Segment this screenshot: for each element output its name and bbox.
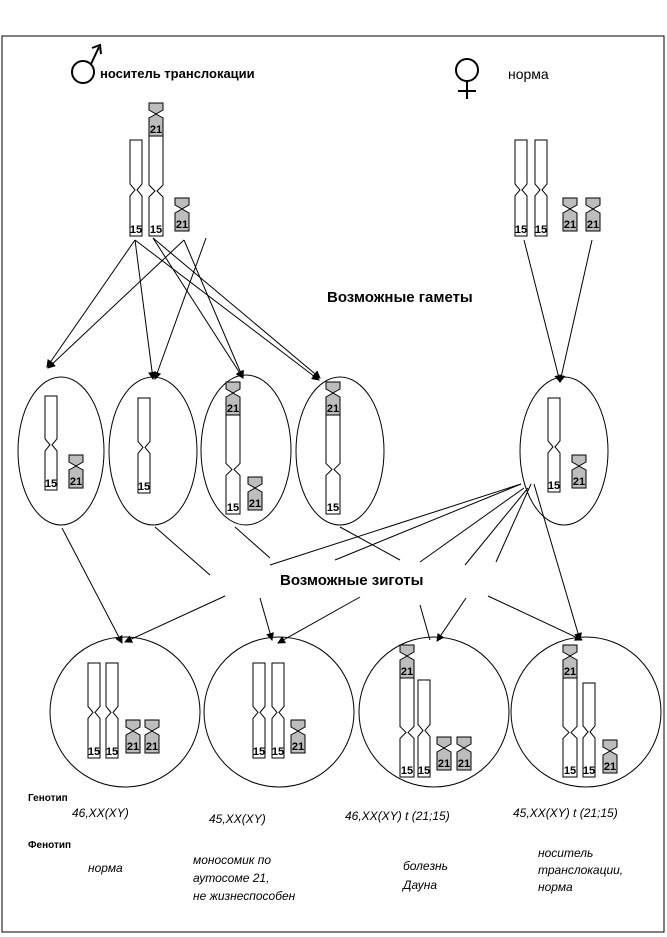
zygote-4-genotype: 45,XX(XY) t (21;15) — [513, 806, 618, 820]
chromosome-number: 21 — [249, 498, 261, 510]
chromosome-number: 21 — [176, 219, 188, 231]
chromosome-number: 21 — [401, 666, 413, 678]
chromosome-number: 21 — [150, 124, 162, 136]
chromosome-number: 21 — [292, 741, 304, 753]
male-symbol — [71, 43, 102, 84]
zygote-3-chromosome-15: 15 — [417, 679, 431, 778]
male-chromosome-21: 21 — [174, 197, 190, 232]
chromosome-number: 21 — [564, 219, 576, 231]
chromosome-number: 15 — [138, 481, 150, 493]
chromosome-number: 15 — [564, 765, 576, 777]
chromosome-number: 15 — [130, 224, 142, 236]
chromosome-number: 21 — [604, 761, 616, 773]
zygote-3-phenotype-line: Дауна — [401, 878, 437, 892]
zygote-4-translocation-chromosome: 21 15 — [562, 644, 578, 778]
zygote-2-genotype: 45,XX(XY) — [209, 812, 266, 826]
chromosome-number: 15 — [272, 746, 284, 758]
zygote-4-phenotype-line: носитель — [538, 846, 593, 860]
zygote-2-phenotype-line: аутосоме 21, — [193, 871, 269, 885]
chromosome-number: 15 — [150, 224, 162, 236]
chromosome-number: 21 — [564, 666, 576, 678]
chromosome-number: 21 — [587, 219, 599, 231]
chromosome-number: 15 — [548, 480, 560, 492]
gamete-1-chromosome-15: 15 — [44, 395, 58, 491]
chromosome-number: 21 — [70, 476, 82, 488]
zygote-2-phenotype-line: моносомик по — [193, 853, 271, 867]
gamete-4-translocation-chromosome: 21 15 — [325, 381, 341, 515]
zygote-1-chromosome-21-a: 21 — [125, 719, 141, 754]
zygote-3-genotype: 46,XX(XY) t (21;15) — [345, 809, 450, 823]
phenotype-header: Фенотип — [28, 840, 71, 851]
gamete-arrows — [46, 237, 593, 383]
genotype-header: Генотип — [28, 793, 68, 804]
zygote-2-phenotype-line: не жизнеспособен — [193, 889, 296, 903]
chromosome-number: 15 — [583, 765, 595, 777]
zygote-4-phenotype-line: норма — [538, 880, 573, 894]
chromosome-number: 21 — [573, 476, 585, 488]
female-chromosome-21-a: 21 — [562, 197, 578, 232]
zygote-2-chromosome-15-b: 15 — [271, 662, 285, 759]
zygote-arrows — [61, 483, 583, 644]
zygote-4-chromosome-21: 21 — [602, 739, 618, 774]
gamete-cells — [17, 374, 609, 526]
zygote-3-phenotype-line: болезнь — [403, 859, 448, 873]
chromosome-number: 21 — [127, 741, 139, 753]
chromosome-number: 21 — [458, 758, 470, 770]
gamete-1-chromosome-21: 21 — [68, 454, 84, 489]
female-chromosome-21-b: 21 — [585, 197, 601, 232]
zygote-1-genotype: 46,XX(XY) — [72, 806, 129, 820]
chromosome-number: 21 — [438, 758, 450, 770]
chromosome-number: 15 — [535, 224, 547, 236]
chromosome-number: 15 — [227, 502, 239, 514]
gametes-label: Возможные гаметы — [327, 289, 473, 306]
zygote-1-phenotype-line: норма — [88, 861, 123, 875]
zygote-3-translocation-chromosome: 21 15 — [399, 644, 415, 778]
gamete-5-chromosome-21: 21 — [571, 454, 587, 489]
chromosome-number: 15 — [418, 765, 430, 777]
outer-border — [1, 35, 665, 933]
gamete-3-translocation-chromosome: 21 15 — [225, 381, 241, 515]
female-chromosome-15-b: 15 — [534, 139, 548, 237]
chromosome-number: 15 — [253, 746, 265, 758]
zygote-1-chromosome-15-b: 15 — [105, 662, 119, 759]
zygote-3-chromosome-21-b: 21 — [456, 736, 472, 771]
gamete-2-chromosome-15: 15 — [137, 397, 151, 494]
female-label: норма — [508, 66, 549, 82]
zygote-1-chromosome-15-a: 15 — [87, 662, 101, 759]
chromosome-number: 15 — [88, 746, 100, 758]
female-symbol — [455, 58, 479, 99]
zygote-1-chromosome-21-b: 21 — [144, 719, 160, 754]
chromosome-number: 15 — [327, 502, 339, 514]
chromosome-number: 21 — [227, 403, 239, 415]
chromosome-number: 15 — [45, 478, 57, 490]
chromosome-number: 15 — [401, 765, 413, 777]
zygote-2-chromosome-15-a: 15 — [252, 662, 266, 759]
chromosome-layer: 15 21 15 21 15 15 21 21 15 21 15 21 15 21 21 15 15 21 15 15… — [44, 102, 618, 778]
zygote-4-phenotype-line: транслокации, — [538, 863, 623, 877]
chromosome-number: 21 — [327, 403, 339, 415]
zygote-3-chromosome-21-a: 21 — [436, 736, 452, 771]
chromosome-number: 15 — [515, 224, 527, 236]
chromosome-number: 21 — [146, 741, 158, 753]
zygote-2-chromosome-21: 21 — [290, 719, 306, 754]
chromosome-number: 15 — [106, 746, 118, 758]
zygote-4-chromosome-15: 15 — [582, 682, 596, 778]
gamete-3-chromosome-21: 21 — [247, 476, 263, 511]
male-translocation-chromosome: 21 15 — [148, 102, 164, 237]
male-label: носитель транслокации — [100, 66, 255, 81]
female-chromosome-15-a: 15 — [514, 139, 528, 237]
male-chromosome-15: 15 — [129, 139, 143, 237]
zygotes-label: Возможные зиготы — [280, 572, 423, 589]
gamete-5-chromosome-15: 15 — [547, 397, 561, 493]
